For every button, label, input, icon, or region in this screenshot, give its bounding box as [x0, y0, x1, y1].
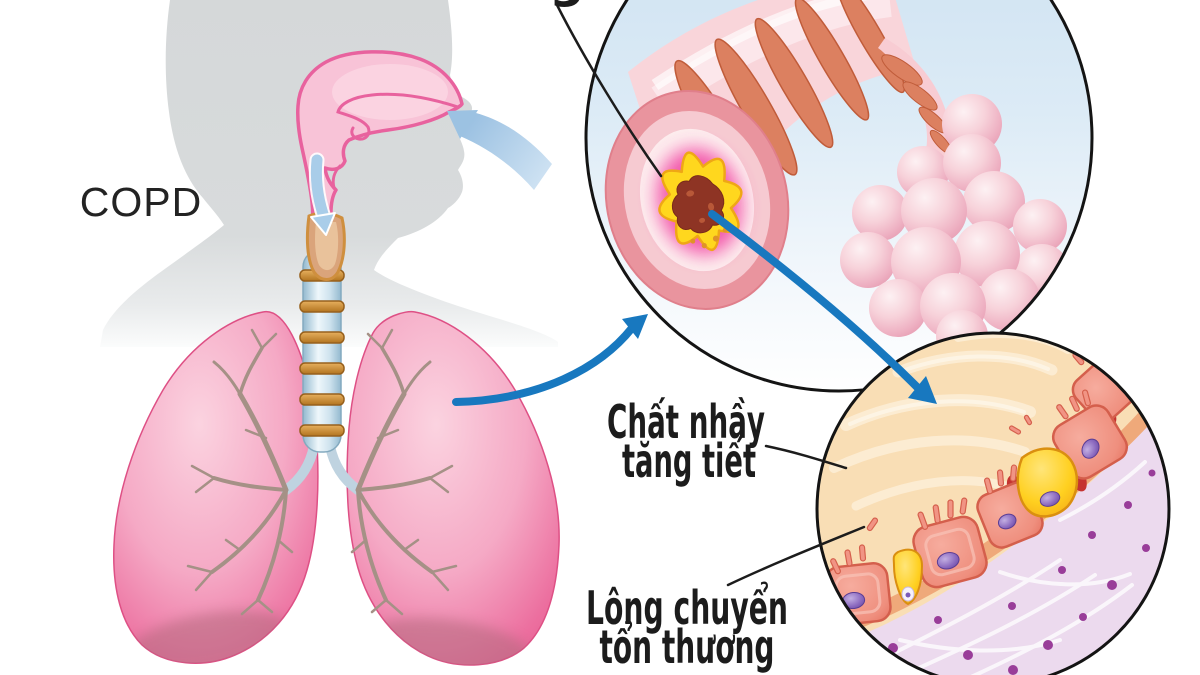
copd-title: COPD [80, 179, 202, 225]
cilia-label-line2: tổn thương [600, 620, 775, 674]
nasal-cavity [296, 50, 464, 230]
cropped-label-fragment: g [549, 0, 585, 8]
mucosa-inset-border [815, 331, 1171, 675]
inset-to-inset-arrow-icon [708, 210, 937, 404]
mucosa-inset [815, 331, 1171, 675]
detached-cilium [1023, 414, 1033, 426]
bronchiole-inset [584, 0, 1094, 393]
trachea [299, 249, 345, 453]
larynx [305, 211, 346, 281]
mucus-label-line2: tăng tiết [622, 434, 756, 488]
cilia-label-line1: Lông chuyển [586, 581, 788, 635]
right-lung [346, 310, 560, 666]
goblet-cell [892, 548, 924, 606]
mucus-label-line1: Chất nhầy [607, 395, 765, 449]
detached-cilium [1008, 425, 1022, 435]
bronchial-tree-right [350, 328, 458, 616]
narrowed-lumen [671, 175, 725, 234]
bronchial-tree-left [186, 328, 294, 616]
annotation-labels: Chất nhầy tăng tiết Lông chuyển tổn thươ… [586, 395, 788, 674]
goblet-cell [1016, 447, 1079, 518]
detached-cilium [866, 517, 879, 532]
lung-to-inset-arrow-icon [452, 314, 648, 406]
leader-line-airway [555, 3, 663, 178]
epithelial-cells [824, 356, 1139, 626]
damaged-cilia [830, 344, 1096, 575]
leader-line-cilia [726, 525, 866, 587]
throat-arrow-icon [308, 152, 336, 236]
bronchiole-inset-border [584, 0, 1094, 393]
connector-arrows [452, 210, 937, 406]
inhale-arrow-icon [447, 110, 552, 190]
leader-lines: g [549, 0, 866, 587]
bronchial-tree [186, 328, 458, 616]
leader-line-mucus [764, 444, 848, 470]
bronchiole-cross-section [604, 90, 790, 310]
alveoli-cluster [840, 94, 1070, 362]
connective-fibers [878, 460, 1147, 675]
